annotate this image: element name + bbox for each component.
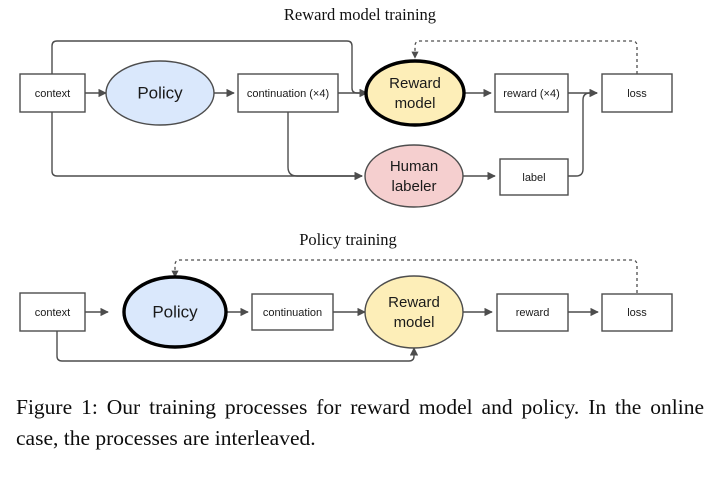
node-label-text: label — [522, 172, 545, 184]
node-continuation[interactable]: continuation (×4) — [237, 73, 339, 113]
node-loss-label: loss — [627, 88, 647, 100]
node-reward-model-2-label-line1: Reward — [388, 294, 440, 311]
node-reward-2[interactable]: reward — [496, 293, 569, 332]
node-policy-2[interactable]: Policy — [122, 275, 228, 349]
node-context[interactable]: context — [19, 73, 86, 113]
node-reward-model-2[interactable]: Reward model — [364, 275, 464, 349]
node-loss-2[interactable]: loss — [601, 293, 673, 332]
edge-loss-to-reward-model-dashed — [411, 40, 638, 74]
node-continuation-label: continuation (×4) — [247, 88, 329, 100]
node-policy-2-label: Policy — [152, 302, 198, 321]
node-context-2-label: context — [35, 307, 70, 319]
node-label[interactable]: label — [499, 158, 569, 196]
node-reward-model-2-label-line2: model — [394, 314, 435, 331]
node-reward-2-label: reward — [516, 307, 550, 319]
node-human-labeler[interactable]: Human labeler — [364, 144, 464, 208]
edge-context-to-human-labeler — [51, 112, 363, 181]
node-loss-2-label: loss — [627, 307, 647, 319]
node-continuation-2-label: continuation — [263, 307, 322, 319]
node-policy[interactable]: Policy — [105, 60, 215, 126]
edge-context2-to-reward-model2 — [56, 331, 419, 362]
node-continuation-2[interactable]: continuation — [251, 293, 334, 331]
node-reward-model[interactable]: Reward model — [364, 59, 466, 127]
node-reward[interactable]: reward (×4) — [494, 73, 569, 113]
node-context-2[interactable]: context — [19, 292, 86, 332]
edge-loss2-to-policy2-dashed — [171, 259, 638, 293]
training-process-diagram: Reward model training context Policy — [19, 5, 673, 362]
node-policy-label: Policy — [137, 83, 183, 102]
reward-model-training-title: Reward model training — [284, 5, 436, 24]
edge-continuation-to-human-labeler — [287, 112, 363, 181]
policy-training-title: Policy training — [299, 230, 397, 249]
node-human-labeler-label-line1: Human — [390, 158, 438, 175]
node-reward-model-label-line1: Reward — [389, 75, 441, 92]
figure-caption: Figure 1: Our training processes for rew… — [16, 395, 704, 450]
node-human-labeler-label-line2: labeler — [391, 178, 436, 195]
node-context-label: context — [35, 88, 70, 100]
edge-context-to-reward-model — [51, 40, 368, 98]
node-loss[interactable]: loss — [601, 73, 673, 113]
edge-label-to-loss — [568, 88, 598, 177]
node-reward-label: reward (×4) — [503, 88, 560, 100]
node-reward-model-label-line2: model — [395, 95, 436, 112]
